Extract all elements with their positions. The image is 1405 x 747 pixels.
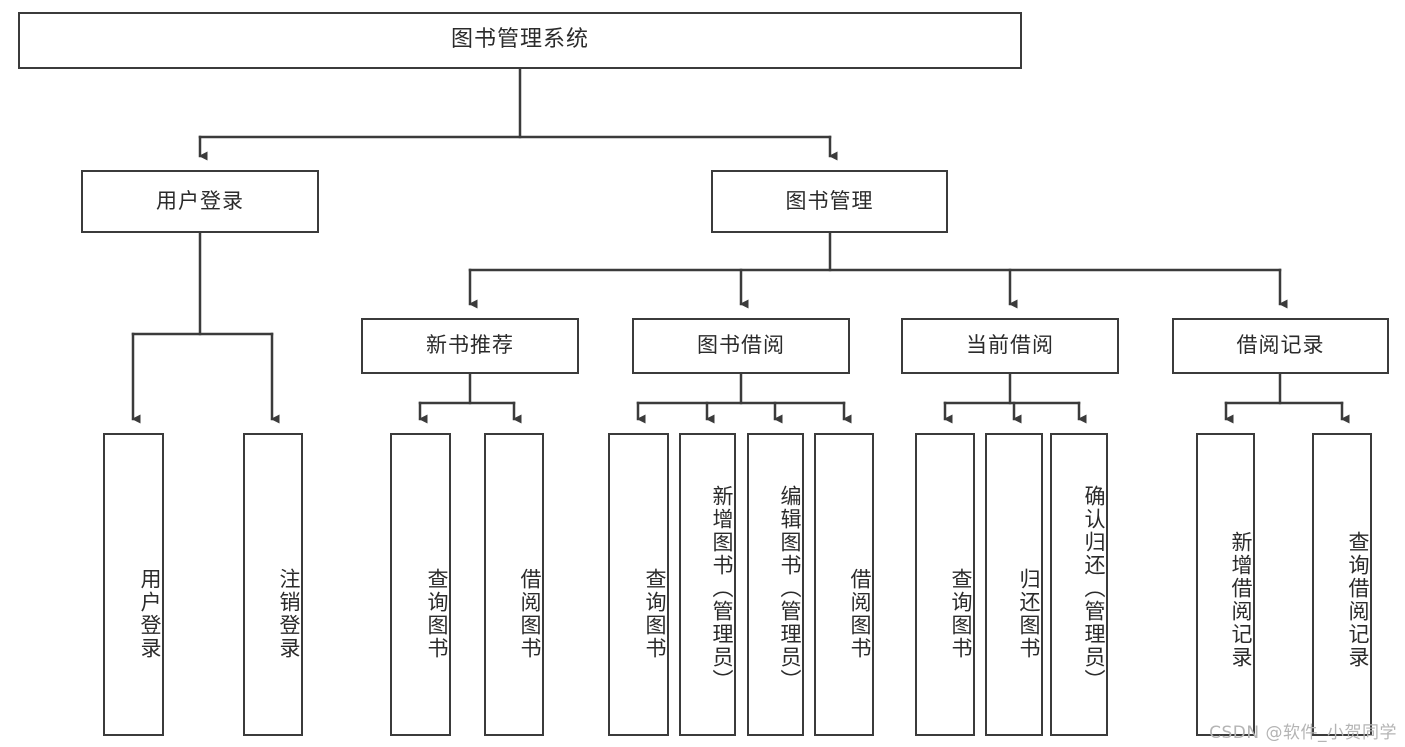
leaf-label: 编辑图书（管理员） (778, 485, 802, 692)
leaf-label: 用户登录 (138, 567, 162, 660)
leaf-node-query-borrow-record[interactable]: 查询借阅记录 (1312, 433, 1372, 736)
leaf-node-user-logout[interactable]: 注销登录 (243, 433, 303, 736)
leaf-label: 查询图书 (949, 567, 973, 660)
leaf-node-confirm-return-admin[interactable]: 确认归还（管理员） (1050, 433, 1108, 736)
leaf-node-query-book-borrow[interactable]: 查询图书 (608, 433, 669, 736)
node-book-borrow[interactable]: 图书借阅 (632, 318, 850, 374)
node-book-manage-label: 图书管理 (785, 188, 874, 213)
node-current-borrow[interactable]: 当前借阅 (901, 318, 1119, 374)
leaf-label: 归还图书 (1017, 567, 1041, 660)
leaf-label: 借阅图书 (518, 567, 542, 660)
node-borrow-record[interactable]: 借阅记录 (1172, 318, 1389, 374)
leaf-node-borrow-book-new[interactable]: 借阅图书 (484, 433, 544, 736)
leaf-node-query-book-new[interactable]: 查询图书 (390, 433, 451, 736)
leaf-label: 查询借阅记录 (1346, 530, 1370, 669)
leaf-label: 借阅图书 (848, 567, 872, 660)
leaf-node-query-book-current[interactable]: 查询图书 (915, 433, 975, 736)
node-book-borrow-label: 图书借阅 (697, 333, 785, 358)
leaf-node-edit-book-admin[interactable]: 编辑图书（管理员） (747, 433, 804, 736)
node-new-book-recommend[interactable]: 新书推荐 (361, 318, 579, 374)
node-current-borrow-label: 当前借阅 (966, 333, 1054, 358)
node-new-book-recommend-label: 新书推荐 (426, 333, 514, 358)
node-book-manage[interactable]: 图书管理 (711, 170, 948, 233)
leaf-node-return-book[interactable]: 归还图书 (985, 433, 1043, 736)
node-root-system[interactable]: 图书管理系统 (18, 12, 1022, 69)
node-user-login-label: 用户登录 (156, 188, 244, 213)
leaf-node-add-borrow-record[interactable]: 新增借阅记录 (1196, 433, 1255, 736)
leaf-label: 新增图书（管理员） (710, 485, 734, 692)
node-borrow-record-label: 借阅记录 (1236, 333, 1325, 358)
leaf-label: 确认归还（管理员） (1082, 485, 1106, 692)
node-root-label: 图书管理系统 (450, 27, 589, 53)
csdn-watermark: CSDN @软件_小贺同学 (1209, 723, 1397, 743)
leaf-label: 新增借阅记录 (1229, 530, 1253, 669)
leaf-node-borrow-book[interactable]: 借阅图书 (814, 433, 874, 736)
leaf-label: 注销登录 (277, 567, 301, 660)
node-user-login[interactable]: 用户登录 (81, 170, 319, 233)
leaf-label: 查询图书 (643, 567, 667, 660)
leaf-node-add-book-admin[interactable]: 新增图书（管理员） (679, 433, 736, 736)
leaf-label: 查询图书 (425, 567, 449, 660)
leaf-node-user-login[interactable]: 用户登录 (103, 433, 164, 736)
